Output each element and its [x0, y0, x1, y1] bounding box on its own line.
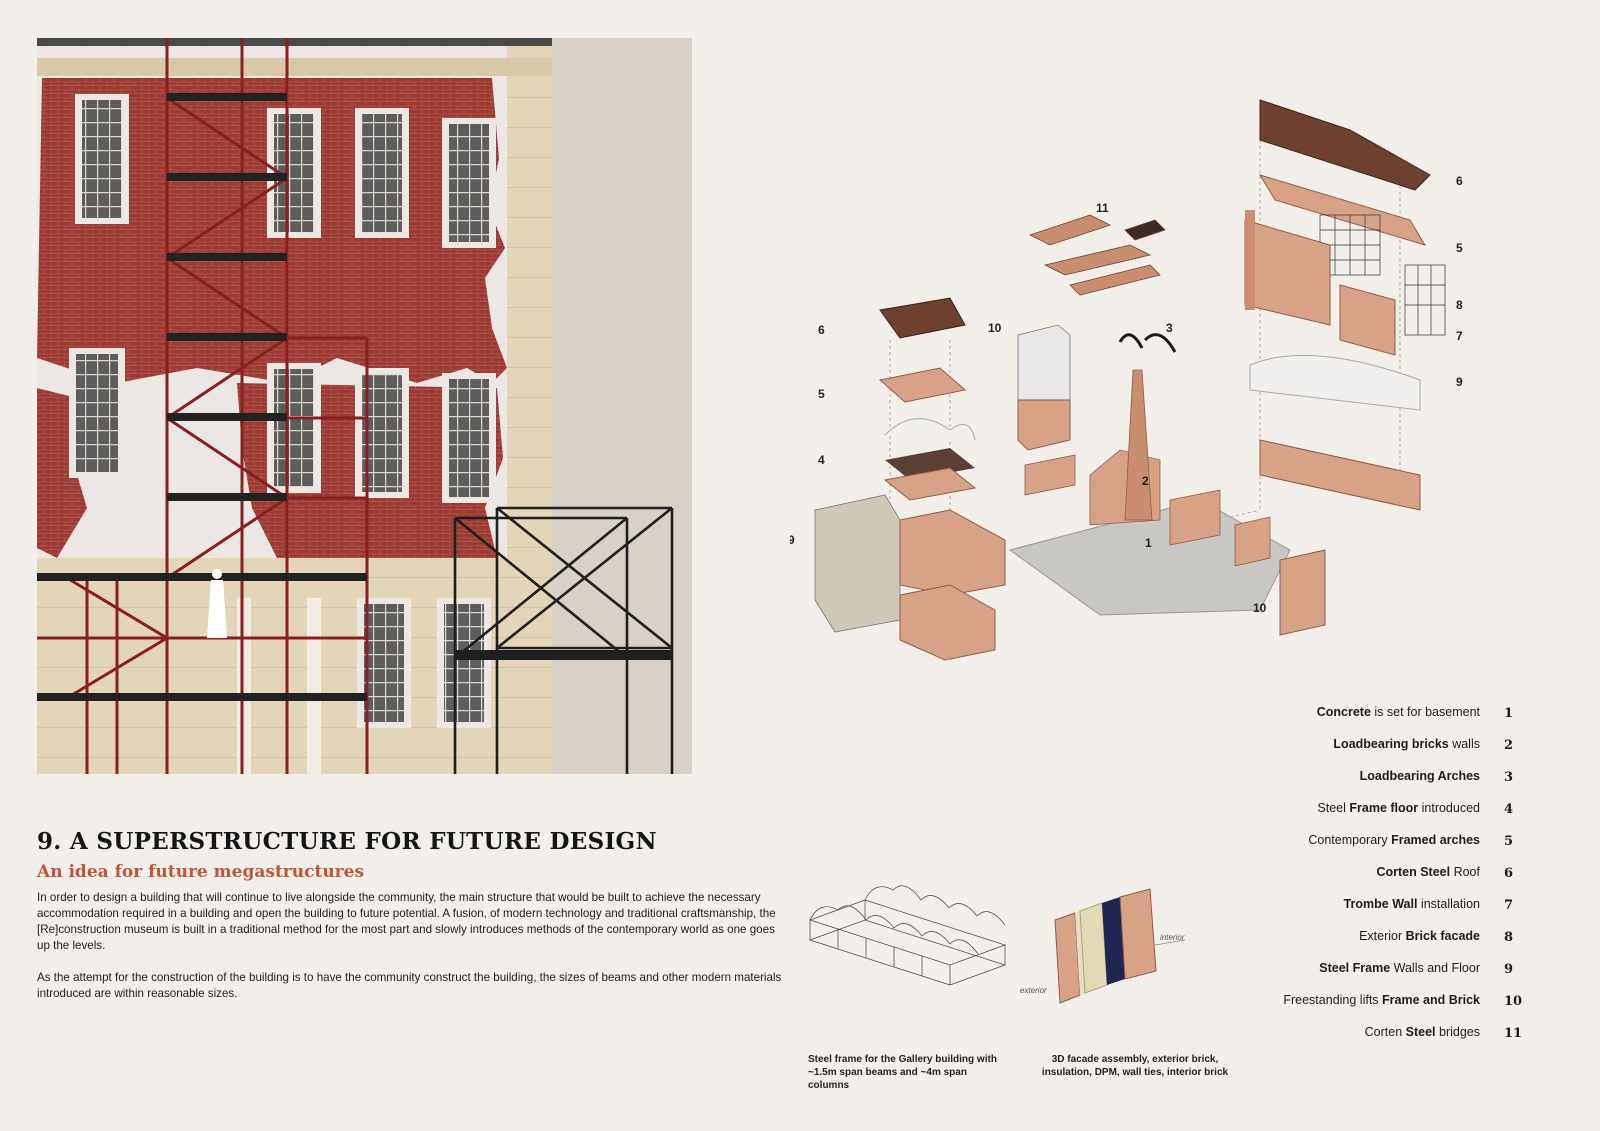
- legend-number: 8: [1504, 930, 1514, 945]
- diagram-label-5-right: 5: [1456, 241, 1463, 255]
- legend-number: 10: [1504, 994, 1523, 1009]
- diagram-label-8: 8: [1456, 298, 1463, 312]
- lift-right: [1279, 549, 1326, 636]
- corten-bridges: [1028, 214, 1166, 296]
- body-paragraph-1: In order to design a building that will …: [37, 891, 776, 952]
- loadbearing-arches: [1118, 333, 1177, 353]
- legend-row-5: Contemporary Framed arches 5: [1140, 833, 1530, 853]
- legend-row-4: Steel Frame floor introduced 4: [1140, 801, 1530, 821]
- legend-row-3: Loadbearing Arches 3: [1140, 769, 1530, 789]
- legend-number: 2: [1504, 738, 1514, 753]
- caption-facade-assembly: 3D facade assembly, exterior brick, insu…: [1041, 1054, 1229, 1078]
- caption-gallery-frame: Steel frame for the Gallery building wit…: [808, 1054, 997, 1091]
- sketch-label-interior: interior: [1160, 933, 1185, 942]
- body-paragraph-2: As the attempt for the construction of t…: [37, 971, 782, 1000]
- legend-number: 6: [1504, 866, 1514, 881]
- legend-row-1: Concrete is set for basement 1: [1140, 705, 1530, 725]
- framed-arches-left: [884, 418, 976, 441]
- legend-row-8: Exterior Brick facade 8: [1140, 929, 1530, 949]
- diagram-label-7: 7: [1456, 329, 1463, 343]
- sketch-label-exterior: exterior: [1020, 986, 1047, 995]
- stair-landings: [37, 93, 367, 701]
- diagram-label-11: 11: [1096, 201, 1109, 215]
- existing-facade-building: [814, 494, 1006, 661]
- diagram-label-4: 4: [818, 453, 825, 467]
- legend-number: 7: [1504, 898, 1514, 913]
- page-subtitle: An idea for future megastructures: [37, 862, 365, 882]
- diagram-label-9-right: 9: [1456, 375, 1463, 389]
- legend-number: 11: [1504, 1026, 1523, 1041]
- exploded-axonometric-diagram: 1 2 3 4 5 6 9 10 11 6 5 8 7 9 10: [788, 80, 1530, 680]
- loadbearing-walls: [1024, 369, 1271, 567]
- diagram-label-5: 5: [818, 387, 825, 401]
- diagram-label-9: 9: [790, 533, 795, 547]
- glass-lift-tower: [1017, 324, 1071, 451]
- legend-row-2: Loadbearing bricks walls 2: [1140, 737, 1530, 757]
- legend-row-11: Corten Steel bridges 11: [1364, 1025, 1523, 1041]
- legend-row-6: Corten Steel Roof 6: [1140, 865, 1530, 885]
- facade-assembly-sketch: interior exterior: [1020, 885, 1230, 1020]
- diagram-label-10: 10: [988, 321, 1002, 335]
- legend-number: 4: [1504, 802, 1514, 817]
- legend-row-7: Trombe Wall installation 7: [1140, 897, 1530, 917]
- floor-right: [1258, 174, 1427, 246]
- legend-number: 1: [1504, 706, 1514, 721]
- legend-number: 9: [1504, 962, 1514, 977]
- steel-frame-walls: [1249, 354, 1421, 411]
- page-title: 9. A SUPERSTRUCTURE FOR FUTURE DESIGN: [37, 828, 657, 855]
- legend-number: 3: [1504, 770, 1514, 785]
- roof-left: [879, 297, 966, 339]
- steel-frame-grid: [1319, 214, 1446, 336]
- diagram-label-6-right: 6: [1456, 174, 1463, 188]
- facade-scaffold-illustration: [37, 38, 692, 774]
- diagram-label-2: 2: [1142, 474, 1149, 488]
- diagram-label-3: 3: [1166, 321, 1173, 335]
- floor-left: [878, 367, 967, 403]
- diagram-label-10-right: 10: [1253, 601, 1267, 615]
- roof-right: [1259, 99, 1431, 191]
- exterior-brick-facade: [1244, 219, 1331, 326]
- legend-row-10: Freestanding lifts Frame and Brick 10: [1283, 993, 1523, 1009]
- human-figure: [207, 569, 227, 638]
- black-scaffold: [453, 506, 674, 774]
- legend-number: 5: [1504, 834, 1514, 849]
- diagram-label-6: 6: [818, 323, 825, 337]
- windows-middle: [69, 348, 496, 503]
- building-render: [37, 38, 692, 774]
- gallery-steel-frame-sketch: [800, 880, 1010, 1020]
- diagram-label-1: 1: [1145, 536, 1152, 550]
- legend-row-9: Steel Frame Walls and Floor 9: [1140, 961, 1530, 981]
